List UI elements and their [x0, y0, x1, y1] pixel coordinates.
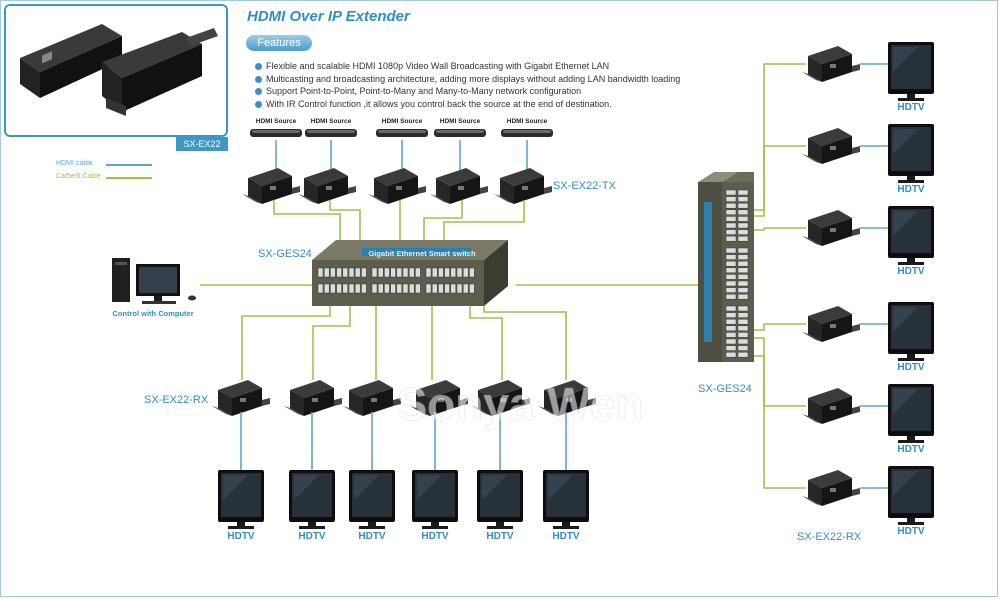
- bullet-icon: [255, 100, 262, 108]
- hdmi-source-label: HDMI Source: [507, 118, 548, 125]
- cable-line: [483, 306, 567, 380]
- hdtv-right-icon: [888, 42, 934, 101]
- hdmi-source-icon: [376, 129, 428, 137]
- cable-line: [754, 227, 806, 231]
- switch-left-name: Gigabit Ethernet Smart switch: [368, 249, 476, 258]
- cable-line: [273, 200, 341, 240]
- hdtv-right-label: HDTV: [897, 526, 925, 537]
- legend-cat-line: [106, 177, 152, 179]
- watermark-text: Sonya Wen: [396, 378, 643, 430]
- tx-extender-icon: [242, 168, 300, 204]
- rx-extender-icon: [212, 380, 270, 416]
- bullet-icon: [255, 63, 262, 70]
- cable-line: [329, 200, 361, 240]
- hdmi-source-label: HDMI Source: [256, 118, 297, 125]
- legend-cat-label: Cat5e/6 Cable: [56, 173, 101, 180]
- bullet-icon: [255, 75, 262, 83]
- rx-right-extender-icon: [802, 470, 860, 506]
- rx-right-extender-icon: [802, 388, 860, 424]
- hdtv-right-icon: [888, 384, 934, 443]
- hdtv-right-icon: [888, 206, 934, 265]
- tx-extender-icon: [430, 168, 488, 204]
- hdtv-right-label: HDTV: [897, 362, 925, 373]
- page-title: HDMI Over IP Extender: [247, 8, 410, 25]
- cable-line: [754, 323, 806, 331]
- hdtv-right-icon: [888, 302, 934, 361]
- hdtv-icon: [543, 470, 589, 529]
- feature-item: With IR Control function ,it allows you …: [255, 98, 726, 111]
- feature-item: Flexible and scalable HDMI 1080p Video W…: [255, 60, 726, 73]
- model-tag: SX-EX22: [176, 137, 228, 151]
- rx-right-extender-icon: [802, 210, 860, 246]
- features-list: Flexible and scalable HDMI 1080p Video W…: [255, 60, 726, 111]
- bullet-icon: [255, 88, 262, 95]
- cable-line: [443, 200, 525, 240]
- rx-extender-icon: [538, 380, 596, 416]
- feature-item: Multicasting and broadcasting architectu…: [255, 73, 726, 86]
- cable-line: [754, 337, 806, 407]
- rx-extender-icon: [410, 380, 468, 416]
- hdtv-icon: [477, 470, 523, 529]
- hdtv-icon: [349, 470, 395, 529]
- hdtv-icon: [412, 470, 458, 529]
- hdtv-label: HDTV: [421, 531, 449, 542]
- hdmi-source-icon: [434, 129, 486, 137]
- cable-line: [423, 200, 463, 240]
- cable-line: [754, 355, 806, 489]
- switch-left-icon: [312, 240, 508, 306]
- rx-extender-icon: [472, 380, 530, 416]
- extender-photo-icon: [20, 24, 218, 116]
- cable-line: [754, 63, 806, 211]
- rx-left-label: SX-EX22-RX: [144, 394, 209, 406]
- hdtv-label: HDTV: [552, 531, 580, 542]
- rx-right-extender-icon: [802, 306, 860, 342]
- feature-item: Support Point-to-Point, Point-to-Many an…: [255, 85, 726, 98]
- hdtv-right-label: HDTV: [897, 266, 925, 277]
- rx-extender-icon: [343, 380, 401, 416]
- tx-extender-icon: [368, 168, 426, 204]
- hdtv-label: HDTV: [486, 531, 514, 542]
- legend-hdmi-label: HDMI cable: [56, 160, 93, 167]
- hdtv-icon: [218, 470, 264, 529]
- tx-extender-icon: [298, 168, 356, 204]
- features-badge: Features: [246, 35, 312, 51]
- product-photo: [4, 4, 228, 137]
- hdtv-label: HDTV: [227, 531, 255, 542]
- legend-hdmi-line: [106, 164, 152, 166]
- hdmi-source-icon: [250, 129, 302, 137]
- rx-extender-icon: [284, 380, 342, 416]
- hdtv-right-label: HDTV: [897, 184, 925, 195]
- hdtv-label: HDTV: [358, 531, 386, 542]
- rx-right-extender-icon: [802, 46, 860, 82]
- rx-right-extender-icon: [802, 128, 860, 164]
- tx-label: SX-EX22-TX: [553, 180, 617, 192]
- computer-icon: [112, 258, 196, 304]
- hdtv-icon: [289, 470, 335, 529]
- hdtv-right-icon: [888, 466, 934, 525]
- hdtv-right-label: HDTV: [897, 444, 925, 455]
- tx-extender-icon: [494, 168, 552, 204]
- hdtv-label: HDTV: [298, 531, 326, 542]
- hdmi-source-label: HDMI Source: [311, 118, 352, 125]
- switch-right-label: SX-GES24: [698, 383, 752, 395]
- hdmi-source-label: HDMI Source: [382, 118, 423, 125]
- hdtv-right-icon: [888, 124, 934, 183]
- cable-line: [754, 145, 806, 217]
- switch-right-icon: [698, 172, 754, 362]
- hdmi-source-label: HDMI Source: [440, 118, 481, 125]
- hdtv-right-label: HDTV: [897, 102, 925, 113]
- switch-left-label: SX-GES24: [258, 248, 312, 260]
- cable-line: [241, 306, 331, 380]
- rx-right-label: SX-EX22-RX: [797, 531, 862, 543]
- hdmi-source-icon: [305, 129, 357, 137]
- hdmi-source-icon: [501, 129, 553, 137]
- cable-line: [312, 306, 351, 380]
- cable-line: [469, 306, 503, 380]
- computer-label: Control with Computer: [112, 309, 193, 318]
